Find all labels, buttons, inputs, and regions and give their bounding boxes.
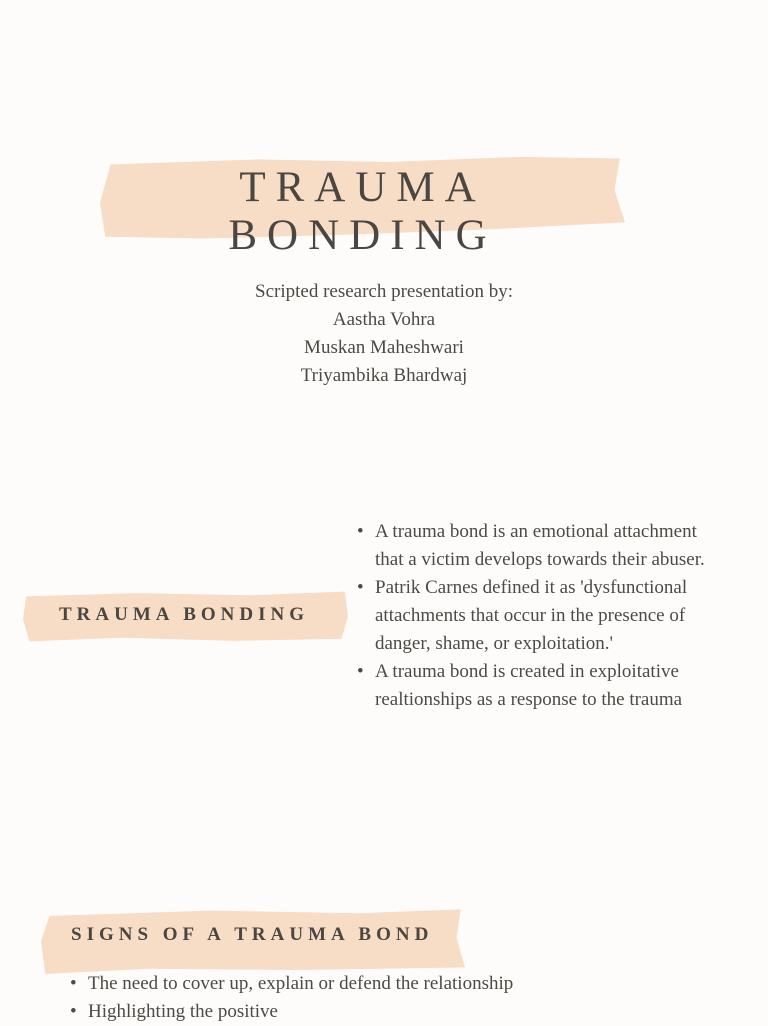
section2-heading: SIGNS OF A TRAUMA BOND <box>71 924 434 945</box>
list-item: • A trauma bond is created in exploitativ… <box>357 658 717 714</box>
credits-intro: Scripted research presentation by: <box>255 281 513 302</box>
section2-bullet-list: • The need to cover up, explain or defend… <box>70 970 750 1026</box>
list-item: • Patrik Carnes defined it as 'dysfunctio… <box>357 574 717 658</box>
section1-heading: TRAUMA BONDING <box>59 604 309 625</box>
author-name: Triyambika Bhardwaj <box>300 365 468 386</box>
list-item: • The need to cover up, explain or defend… <box>70 970 750 998</box>
author-name: Muskan Maheshwari <box>304 337 464 358</box>
list-item-text: Highlighting the positive <box>88 1001 278 1022</box>
bullet-icon: • <box>357 521 364 542</box>
page-title: TRAUMA BONDING <box>228 164 497 259</box>
credits-block: Scripted research presentation by: Aasth… <box>0 278 768 390</box>
section2-brush-highlight <box>41 909 465 974</box>
list-item-text: A trauma bond is created in exploitative… <box>375 661 683 710</box>
list-item-text: A trauma bond is an emotional attachment… <box>375 521 705 570</box>
section1-bullet-list: • A trauma bond is an emotional attachmen… <box>357 518 717 714</box>
list-item: • Highlighting the positive <box>70 998 750 1026</box>
bullet-icon: • <box>70 973 77 994</box>
title-brush-highlight <box>100 156 625 239</box>
author-name: Aastha Vohra <box>332 309 436 330</box>
section1-brush-highlight <box>23 591 348 642</box>
bullet-icon: • <box>70 1001 77 1022</box>
list-item: • A trauma bond is an emotional attachmen… <box>357 518 717 574</box>
bullet-icon: • <box>357 661 364 682</box>
bullet-icon: • <box>357 577 364 598</box>
list-item-text: Patrik Carnes defined it as 'dysfunction… <box>375 577 688 654</box>
list-item-text: The need to cover up, explain or defend … <box>88 973 514 994</box>
